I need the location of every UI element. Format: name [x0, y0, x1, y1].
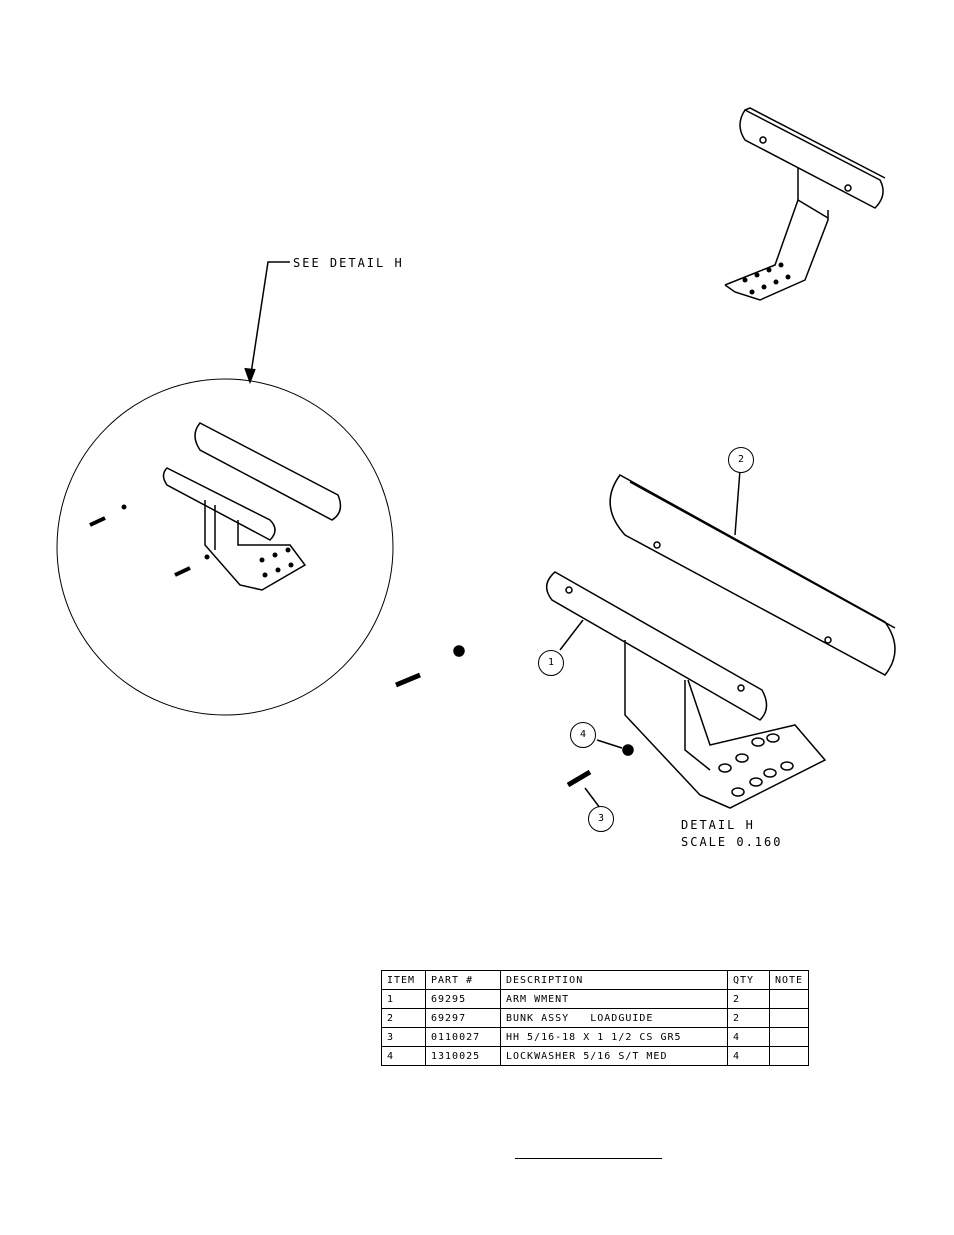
detail-scale: SCALE 0.160	[681, 835, 783, 849]
assembled-view	[724, 107, 886, 301]
bom-header-row: ITEM PART # DESCRIPTION QTY NOTE	[381, 970, 810, 990]
col-item: ITEM	[381, 970, 426, 990]
item: 4	[381, 1046, 426, 1066]
description: ARM WMENT	[500, 989, 728, 1009]
detail-circle	[56, 378, 394, 716]
see-detail-callout: SEE DETAIL H	[293, 256, 404, 270]
item: 2	[381, 1008, 426, 1028]
qty: 4	[727, 1027, 770, 1047]
col-note: NOTE	[768, 970, 810, 990]
balloon-3: 3	[588, 806, 614, 832]
part: 0110027	[425, 1027, 501, 1047]
col-part: PART #	[425, 970, 501, 990]
qty: 2	[727, 989, 770, 1009]
qty: 4	[727, 1046, 770, 1066]
detail-small-exploded	[89, 422, 342, 591]
qty: 2	[727, 1008, 770, 1028]
part: 69297	[425, 1008, 501, 1028]
part: 69295	[425, 989, 501, 1009]
note	[768, 989, 810, 1009]
note	[768, 1008, 810, 1028]
col-qty: QTY	[727, 970, 770, 990]
callout-leader	[249, 261, 290, 381]
description: HH 5/16-18 X 1 1/2 CS GR5	[500, 1027, 728, 1047]
detail-title: DETAIL H	[681, 818, 755, 832]
balloon-2: 2	[728, 447, 754, 473]
bunk-assy	[609, 474, 896, 676]
footer-rule	[515, 1158, 662, 1159]
balloon-1: 1	[538, 650, 564, 676]
balloon-4: 4	[570, 722, 596, 748]
arm-wment	[546, 571, 768, 721]
note	[768, 1027, 810, 1047]
description: BUNK ASSY LOADGUIDE	[500, 1008, 728, 1028]
item: 1	[381, 989, 426, 1009]
detail-main-exploded	[395, 469, 896, 809]
description: LOCKWASHER 5/16 S/T MED	[500, 1046, 728, 1066]
note	[768, 1046, 810, 1066]
col-description: DESCRIPTION	[500, 970, 728, 990]
item: 3	[381, 1027, 426, 1047]
part: 1310025	[425, 1046, 501, 1066]
